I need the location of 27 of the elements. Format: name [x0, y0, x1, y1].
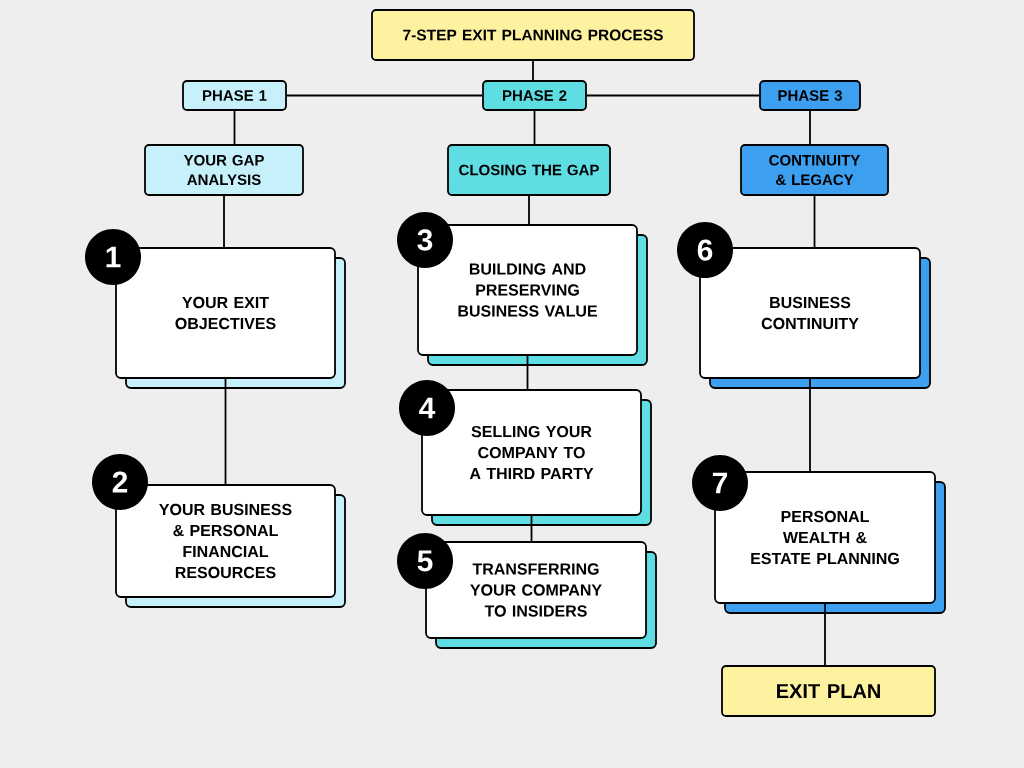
phase-label: PHASE 1	[182, 80, 287, 111]
connector-line	[586, 94, 760, 97]
connector-line	[533, 110, 536, 145]
connector-line	[286, 94, 483, 97]
number-badge: 7	[692, 455, 748, 511]
connector-line	[223, 195, 225, 248]
number-badge: 3	[397, 212, 453, 268]
connector-line	[528, 195, 530, 225]
connector-line	[824, 603, 826, 666]
connector-line	[233, 110, 236, 145]
number-badge: 6	[677, 222, 733, 278]
connector-line	[526, 355, 529, 390]
phase-heading-box: YOUR GAP ANALYSIS	[144, 144, 304, 196]
connector-line	[532, 60, 534, 81]
connector-line	[813, 195, 816, 248]
connector-line	[224, 378, 227, 485]
result-box: EXIT PLAN	[721, 665, 936, 717]
phase-label: PHASE 3	[759, 80, 861, 111]
phase-heading-box: CONTINUITY & LEGACY	[740, 144, 889, 196]
connector-line	[530, 515, 533, 542]
connector-line	[809, 110, 811, 145]
connector-line	[809, 378, 811, 472]
number-badge: 5	[397, 533, 453, 589]
title-box: 7-STEP EXIT PLANNING PROCESS	[371, 9, 695, 61]
phase-label: PHASE 2	[482, 80, 587, 111]
phase-heading-box: CLOSING THE GAP	[447, 144, 611, 196]
number-badge: 4	[399, 380, 455, 436]
